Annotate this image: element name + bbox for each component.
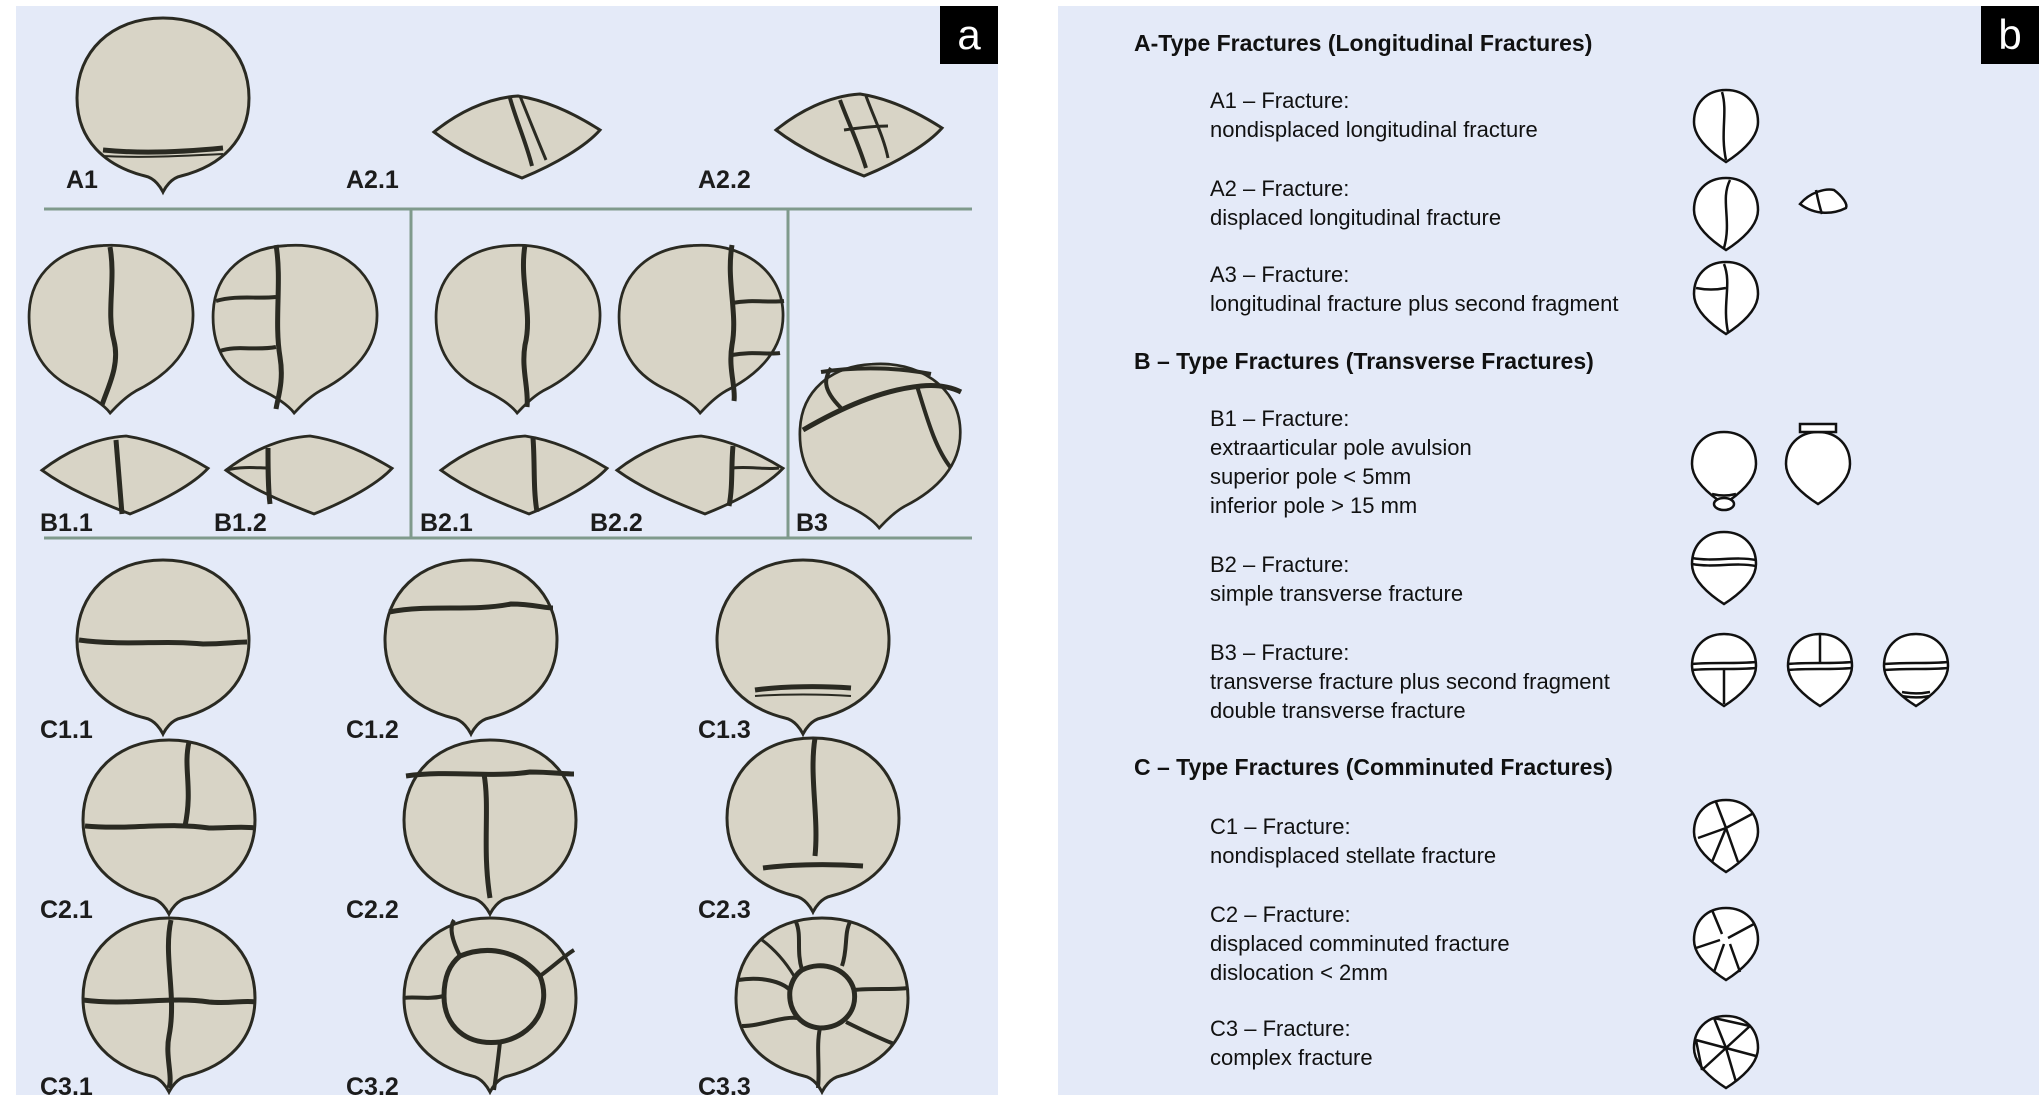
b1-1-axial-drawing xyxy=(40,434,210,516)
a1-drawing xyxy=(75,16,251,194)
entry-a3-line-1: A3 – Fracture: xyxy=(1210,262,1350,287)
entry-c3: C3 – Fracture: complex fracture xyxy=(1210,1014,1373,1072)
panel-b: b A-Type Fractures (Longitudinal Fractur… xyxy=(1058,6,2039,1095)
c3-1-drawing xyxy=(81,916,257,1094)
schematic-a3 xyxy=(1692,260,1760,336)
section-c-title: C – Type Fractures (Comminuted Fractures… xyxy=(1134,754,1613,780)
label-c1-1: C1.1 xyxy=(40,716,93,744)
schematic-b3-3 xyxy=(1882,632,1950,708)
panel-b-schematics xyxy=(1690,88,1950,1090)
section-a-title: A-Type Fractures (Longitudinal Fractures… xyxy=(1134,30,1593,56)
section-b-title: B – Type Fractures (Transverse Fractures… xyxy=(1134,348,1594,374)
c3-3-drawing xyxy=(734,916,910,1094)
c2-3-drawing xyxy=(725,736,901,914)
panel-b-tag: b xyxy=(1981,6,2039,64)
schematic-b3-2 xyxy=(1786,632,1854,708)
a2-1-drawing xyxy=(432,94,602,180)
b1-2-axial-drawing xyxy=(224,434,394,516)
entry-c1-line-2: nondisplaced stellate fracture xyxy=(1210,843,1497,868)
entry-a3-line-2: longitudinal fracture plus second fragme… xyxy=(1210,291,1619,316)
schematic-c3 xyxy=(1692,1014,1760,1090)
schematic-a2-axial xyxy=(1798,188,1848,215)
c1-1-drawing xyxy=(75,558,251,736)
entry-b3: B3 – Fracture: transverse fracture plus … xyxy=(1210,638,1610,725)
entry-a2-line-1: A2 – Fracture: xyxy=(1210,176,1350,201)
b2-1-axial-drawing xyxy=(439,434,609,516)
entry-b1: B1 – Fracture: extraarticular pole avuls… xyxy=(1210,404,1472,520)
entry-c2: C2 – Fracture: displaced comminuted frac… xyxy=(1210,900,1510,987)
entry-b3-line-2: transverse fracture plus second fragment xyxy=(1210,669,1610,694)
entry-a3: A3 – Fracture: longitudinal fracture plu… xyxy=(1210,260,1618,318)
entry-b2-line-1: B2 – Fracture: xyxy=(1210,552,1350,577)
b3-drawing xyxy=(798,362,963,530)
entry-c2-line-1: C2 – Fracture: xyxy=(1210,902,1351,927)
c1-2-drawing xyxy=(383,558,559,736)
schematic-a2 xyxy=(1692,176,1760,252)
c2-2-drawing xyxy=(402,738,578,916)
b2-1-front-drawing xyxy=(434,243,602,415)
entry-c2-line-2: displaced comminuted fracture xyxy=(1210,931,1510,956)
label-a2-1: A2.1 xyxy=(346,166,399,194)
b1-2-front-drawing xyxy=(211,243,379,415)
entry-b2: B2 – Fracture: simple transverse fractur… xyxy=(1210,550,1463,608)
schematic-a1 xyxy=(1692,88,1760,164)
label-c2-2: C2.2 xyxy=(346,896,399,924)
label-c3-3: C3.3 xyxy=(698,1073,751,1095)
entry-c3-line-2: complex fracture xyxy=(1210,1045,1373,1070)
schematic-b3-1 xyxy=(1690,632,1758,708)
entry-b1-line-4: inferior pole > 15 mm xyxy=(1210,493,1418,518)
schematic-b2 xyxy=(1690,530,1758,606)
entry-b1-line-1: B1 – Fracture: xyxy=(1210,406,1350,431)
grid-dividers xyxy=(44,207,972,540)
entry-b3-line-3: double transverse fracture xyxy=(1210,698,1466,723)
label-a2-2: A2.2 xyxy=(698,166,751,194)
panel-a-illustration: A1 A2.1 A2.2 B1.1 B1.2 B2.1 B2.2 B3 C1.1… xyxy=(27,16,972,1095)
label-b1-1: B1.1 xyxy=(40,509,93,537)
b2-2-front-drawing xyxy=(617,243,785,415)
b1-1-front-drawing xyxy=(27,243,195,415)
schematic-b1-superior xyxy=(1784,422,1852,506)
entry-a1-line-2: nondisplaced longitudinal fracture xyxy=(1210,117,1538,142)
label-c3-2: C3.2 xyxy=(346,1073,399,1095)
entry-b3-line-1: B3 – Fracture: xyxy=(1210,640,1350,665)
schematic-c2 xyxy=(1692,906,1760,982)
entry-a1: A1 – Fracture: nondisplaced longitudinal… xyxy=(1210,86,1538,144)
label-b2-1: B2.1 xyxy=(420,509,473,537)
entry-b2-line-2: simple transverse fracture xyxy=(1210,581,1464,606)
label-c2-1: C2.1 xyxy=(40,896,93,924)
label-c1-3: C1.3 xyxy=(698,716,751,744)
c2-1-drawing xyxy=(81,738,257,916)
entry-b1-line-2: extraarticular pole avulsion xyxy=(1210,435,1472,460)
c3-2-drawing xyxy=(402,916,578,1094)
entry-c1: C1 – Fracture: nondisplaced stellate fra… xyxy=(1210,812,1496,870)
entry-a2: A2 – Fracture: displaced longitudinal fr… xyxy=(1210,174,1501,232)
a2-2-drawing xyxy=(774,92,944,178)
entry-a1-line-1: A1 – Fracture: xyxy=(1210,88,1350,113)
label-b3: B3 xyxy=(796,509,828,537)
entry-a2-line-2: displaced longitudinal fracture xyxy=(1210,205,1502,230)
c1-3-drawing xyxy=(715,558,891,736)
label-c1-2: C1.2 xyxy=(346,716,399,744)
label-c3-1: C3.1 xyxy=(40,1073,93,1095)
b2-2-axial-drawing xyxy=(615,434,785,516)
entry-c3-line-1: C3 – Fracture: xyxy=(1210,1016,1351,1041)
panel-a: a xyxy=(16,6,998,1095)
label-b2-2: B2.2 xyxy=(590,509,643,537)
panel-a-tag: a xyxy=(940,6,998,64)
entry-c2-line-3: dislocation < 2mm xyxy=(1210,960,1388,985)
entry-b1-line-3: superior pole < 5mm xyxy=(1210,464,1412,489)
label-b1-2: B1.2 xyxy=(214,509,267,537)
schematic-b1-inferior xyxy=(1690,430,1758,512)
label-c2-3: C2.3 xyxy=(698,896,751,924)
label-a1: A1 xyxy=(66,166,98,194)
schematic-c1 xyxy=(1692,798,1760,874)
entry-c1-line-1: C1 – Fracture: xyxy=(1210,814,1351,839)
